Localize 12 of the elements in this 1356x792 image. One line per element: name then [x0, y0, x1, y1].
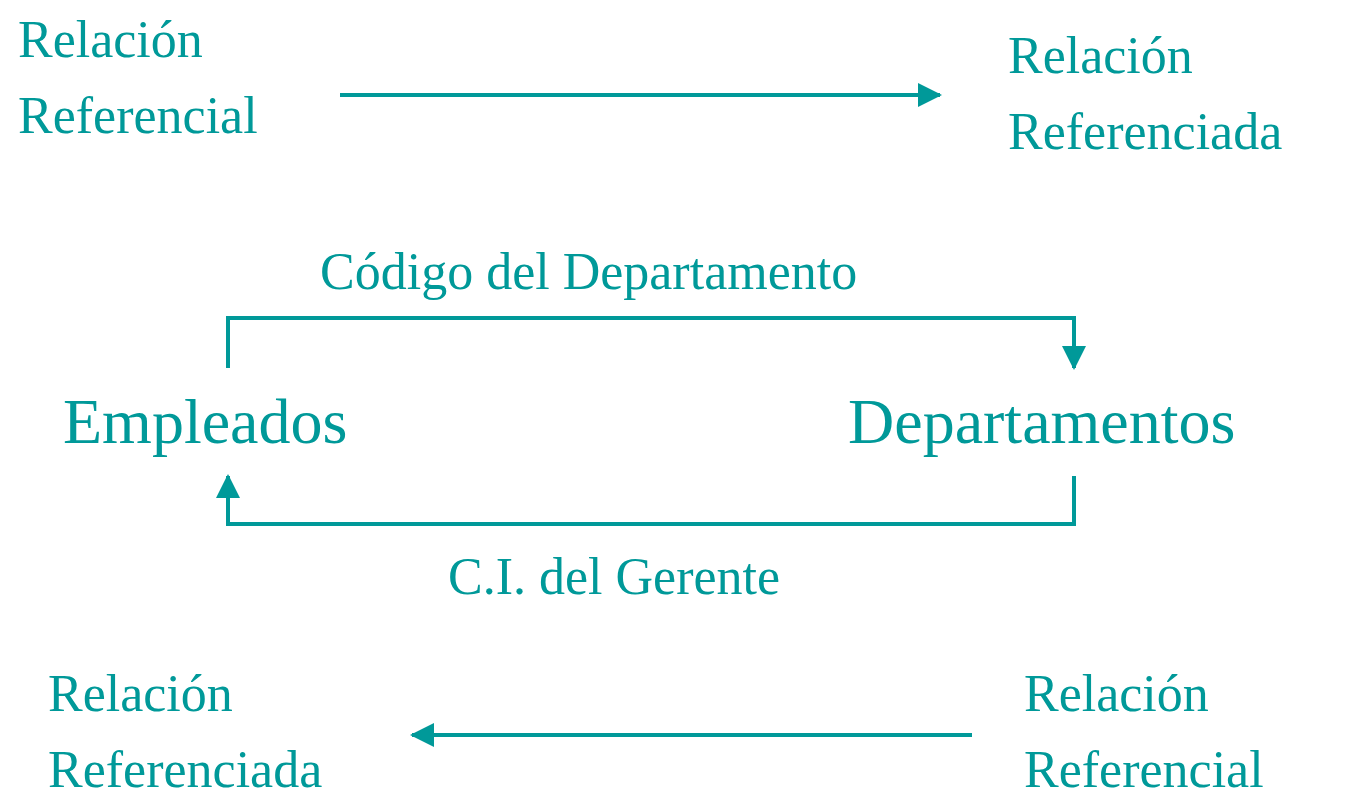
node-label: Departamentos — [848, 385, 1236, 459]
edge-label: Código del Departamento — [320, 242, 858, 302]
arrow — [410, 723, 972, 747]
node-label: Relación Referenciada — [1008, 26, 1284, 162]
arrow — [216, 474, 1076, 526]
node-label: Relación Referencial — [18, 10, 259, 146]
arrow — [226, 316, 1086, 370]
node-label: Relación Referencial — [1024, 664, 1265, 792]
node-label: Empleados — [63, 385, 348, 459]
node-label: Relación Referenciada — [48, 664, 324, 792]
edge-label: C.I. del Gerente — [448, 547, 781, 607]
arrow — [340, 83, 942, 107]
